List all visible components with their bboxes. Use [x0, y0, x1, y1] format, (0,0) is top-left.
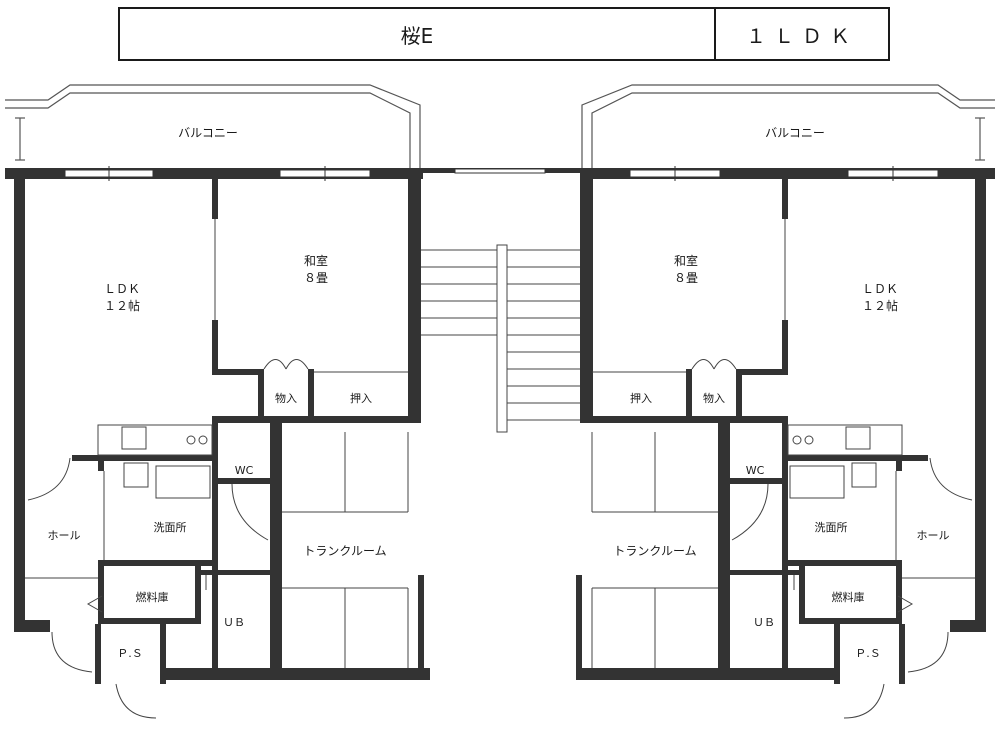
balcony-outline-left [5, 84, 421, 168]
fixtures [25, 219, 975, 719]
label-trunk-room-left: トランクルーム [303, 544, 386, 558]
label-washroom-right: 洗面所 [815, 521, 848, 534]
windows [64, 166, 939, 181]
label-washitsu-left: 和室 [304, 253, 328, 268]
label-storage-right: 物入 [703, 391, 725, 405]
label-ps-right: Ｐ.Ｓ [855, 647, 881, 660]
building-name: 桜E [400, 23, 434, 48]
label-fuel-storage-left: 燃料庫 [136, 590, 169, 604]
label-hall-right: ホール [917, 529, 950, 542]
label-closet-right: 押入 [630, 391, 652, 405]
label-washroom-left: 洗面所 [154, 521, 187, 534]
label-balcony-right: バルコニー [765, 126, 825, 140]
title-box: 桜E １ＬＤＫ [118, 7, 890, 61]
walls [5, 168, 995, 684]
label-ub-right: ＵＢ [753, 616, 775, 629]
label-ub-left: ＵＢ [223, 616, 245, 629]
label-ldk-size-right: １２帖 [862, 298, 898, 313]
layout-type: １ＬＤＫ [746, 23, 858, 48]
label-wc-left: WC [235, 464, 254, 477]
label-closet-left: 押入 [350, 391, 372, 405]
label-storage-left: 物入 [275, 391, 297, 405]
room-labels: バルコニー バルコニー ＬＤＫ １２帖 ＬＤＫ １２帖 和室 ８畳 和室 ８畳 … [48, 126, 950, 660]
label-ldk-right: ＬＤＫ [862, 282, 898, 296]
label-washitsu-size-right: ８畳 [674, 271, 698, 285]
label-ps-left: Ｐ.Ｓ [117, 647, 143, 660]
label-washitsu-size-left: ８畳 [304, 271, 328, 285]
label-balcony-left: バルコニー [178, 126, 238, 140]
label-wc-right: WC [746, 464, 765, 477]
label-trunk-room-right: トランクルーム [613, 544, 696, 558]
staircase [421, 244, 580, 433]
label-ldk-left: ＬＤＫ [104, 282, 140, 296]
label-fuel-storage-right: 燃料庫 [832, 590, 865, 604]
balcony-outline-right [581, 84, 995, 168]
label-hall-left: ホール [48, 529, 81, 542]
label-washitsu-right: 和室 [674, 253, 698, 268]
label-ldk-size-left: １２帖 [104, 298, 140, 313]
title-divider [714, 9, 716, 59]
